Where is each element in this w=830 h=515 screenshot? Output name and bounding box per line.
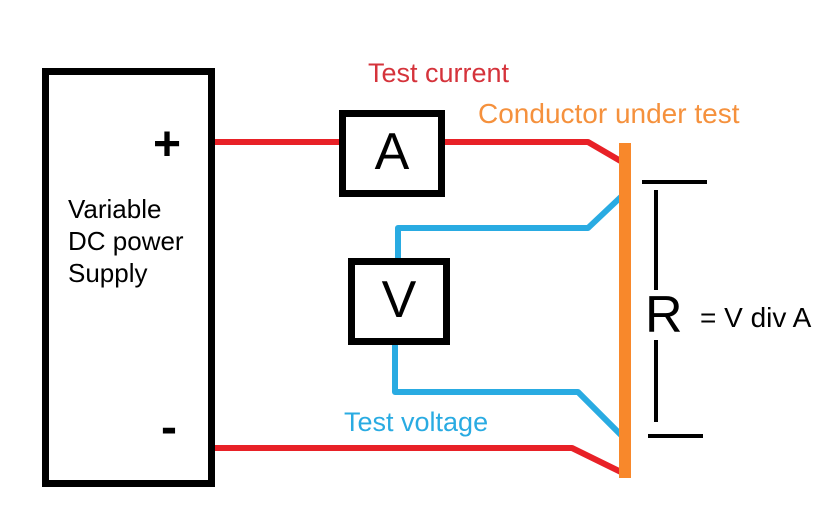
ammeter-box: A	[339, 110, 445, 197]
power-supply-name-line2: DC power	[68, 226, 184, 256]
power-supply-box	[42, 68, 215, 487]
conductor-under-test-label: Conductor under test	[478, 98, 740, 129]
resistance-symbol: R	[645, 286, 683, 344]
voltmeter-box: V	[348, 258, 450, 345]
power-supply-name-line1: Variable	[68, 194, 162, 224]
resistance-formula: = V div A	[700, 302, 812, 333]
ammeter-label: A	[374, 122, 410, 181]
conductor-bar	[619, 143, 631, 478]
power-supply-name: Variable DC power Supply	[68, 193, 184, 289]
test-voltage-wire-top	[395, 191, 627, 262]
voltmeter-label: V	[381, 270, 417, 329]
test-voltage-label: Test voltage	[344, 407, 489, 437]
minus-terminal-label: -	[161, 401, 177, 454]
test-voltage-wire-bottom	[392, 341, 626, 440]
plus-terminal-label: +	[152, 118, 182, 171]
test-current-label: Test current	[368, 58, 510, 88]
power-supply-name-line3: Supply	[68, 258, 148, 288]
test-current-wire-bottom	[212, 445, 626, 476]
